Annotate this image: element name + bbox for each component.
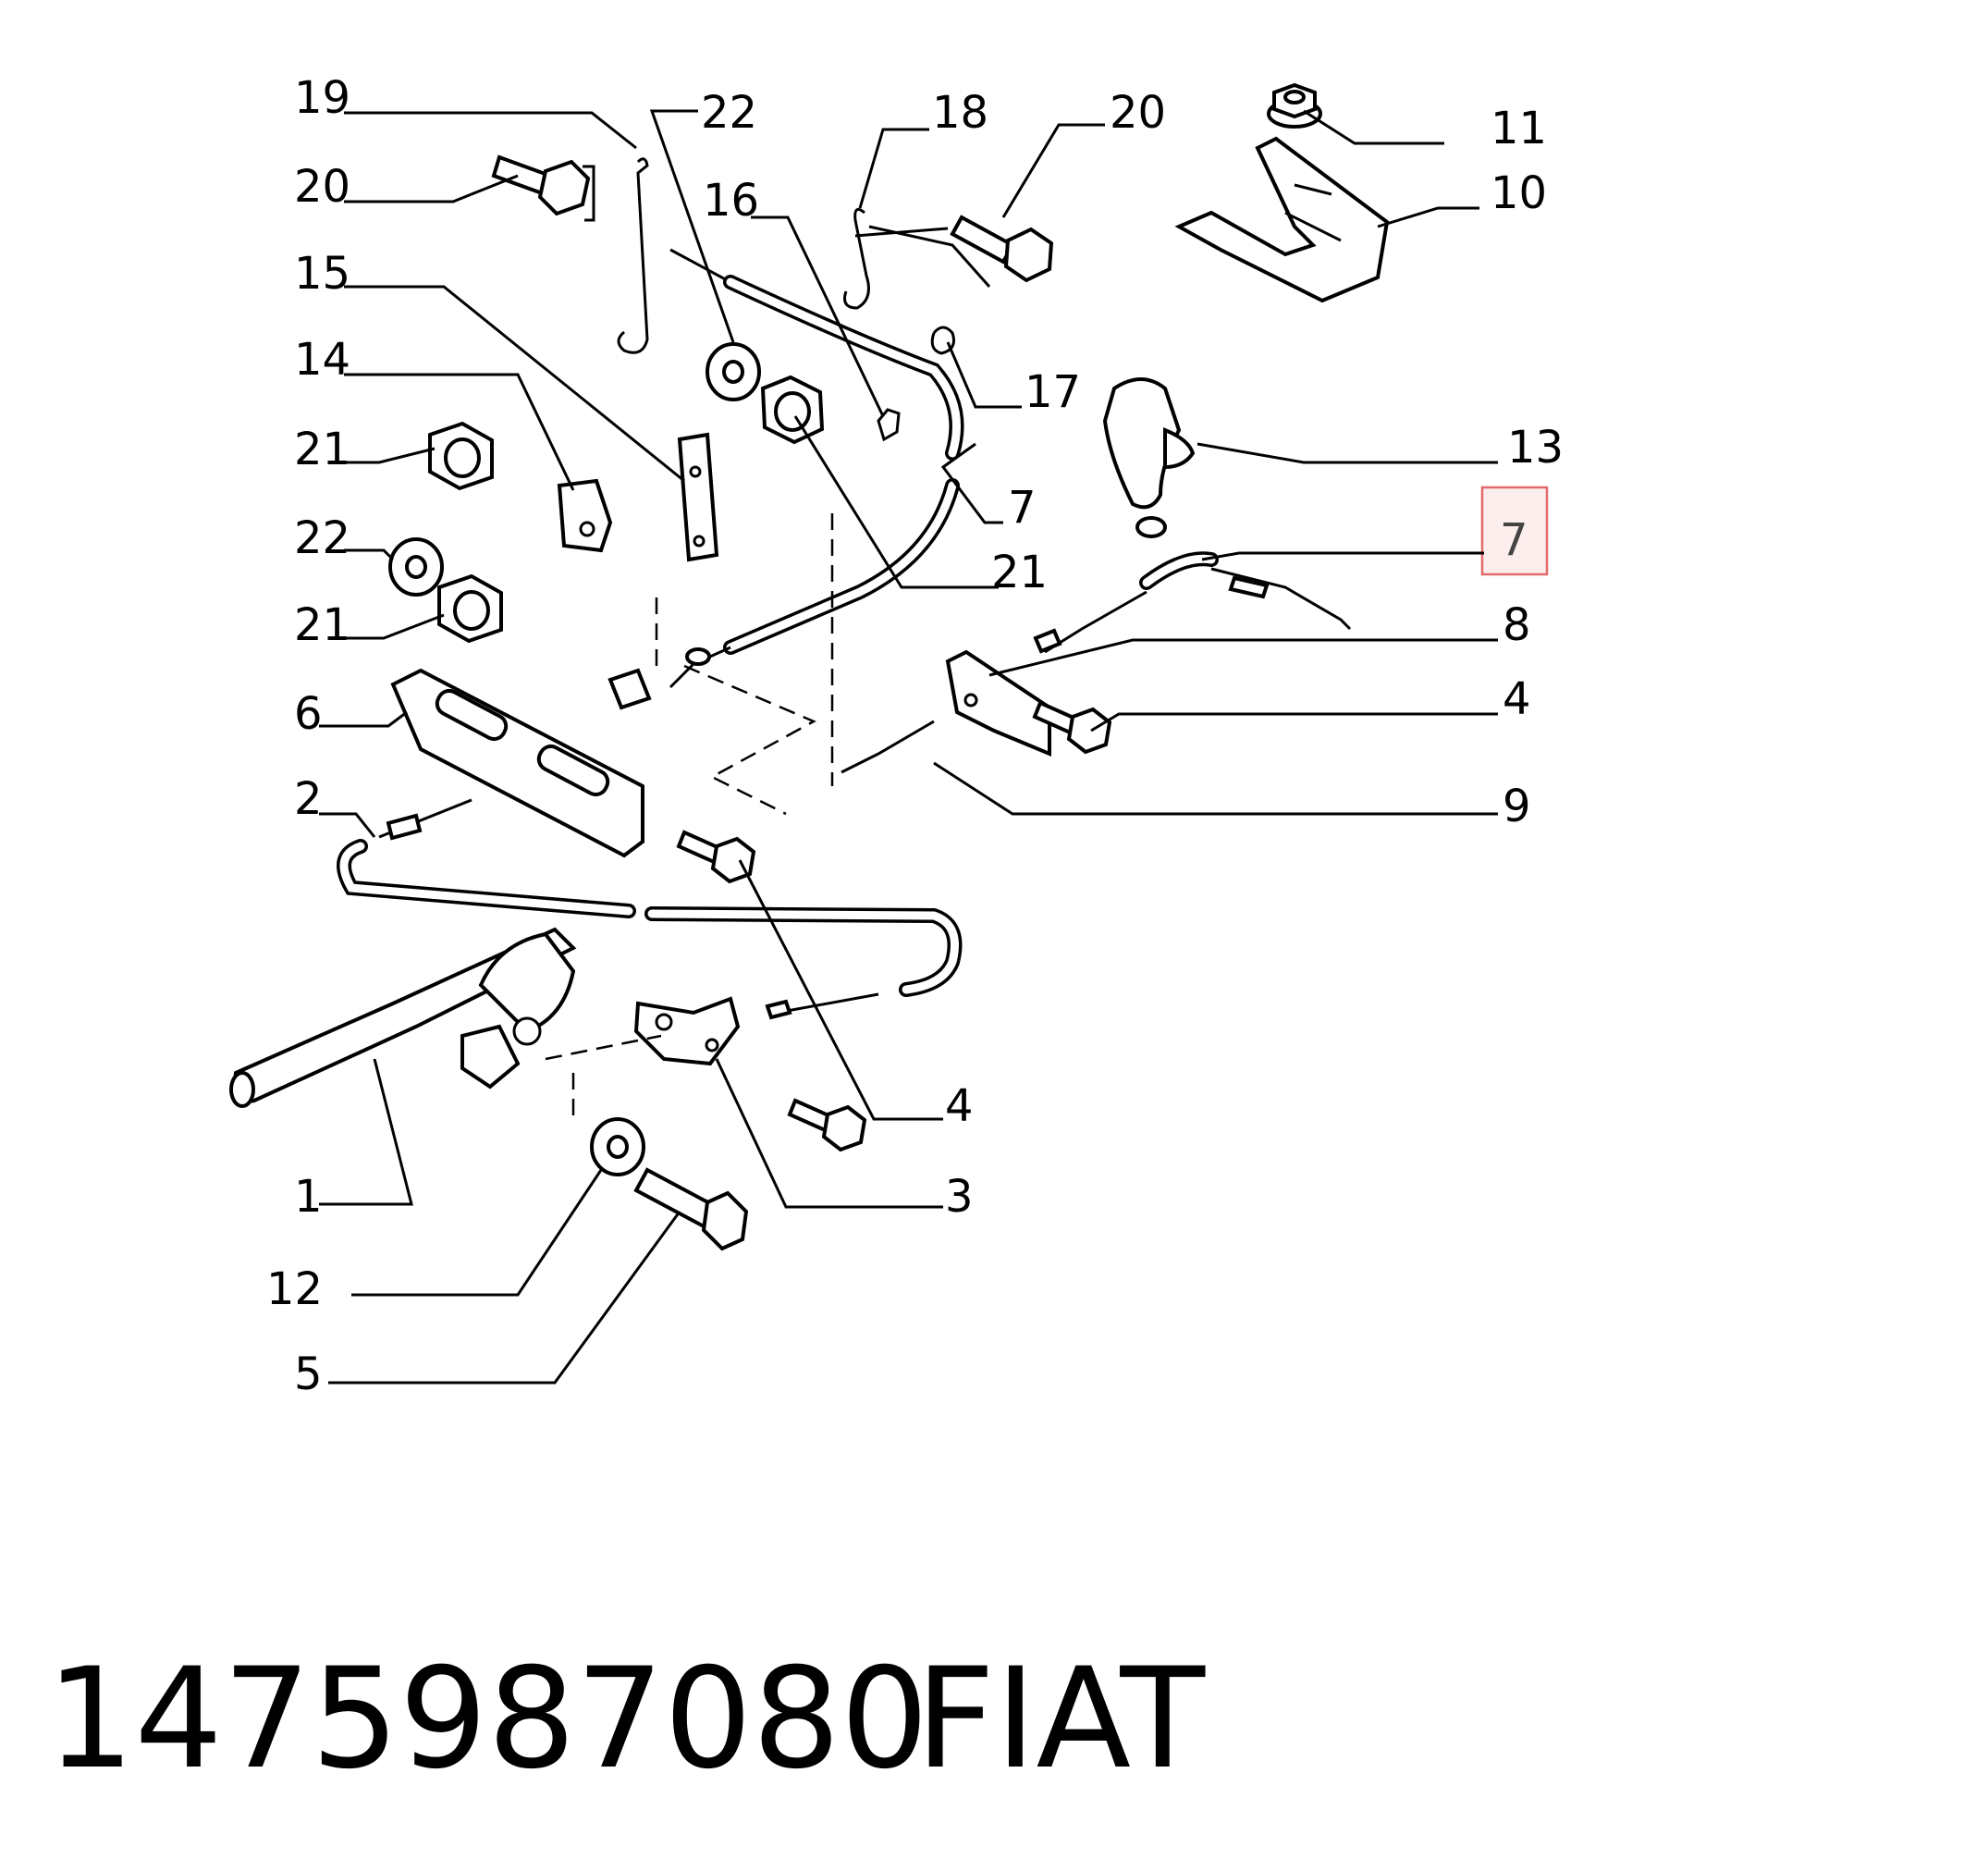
callout-label: 12 <box>266 1263 323 1315</box>
bracket-13 <box>1102 377 1182 510</box>
heat-shield-10 <box>1174 136 1390 303</box>
nut-21-left-top <box>428 421 494 491</box>
assembly-lines <box>545 513 834 1119</box>
bracket-14 <box>557 478 613 553</box>
callout-label: 21 <box>294 424 350 475</box>
callout-label: 13 <box>1507 422 1564 474</box>
spring-clip-19 <box>617 157 649 354</box>
clip-17 <box>930 326 955 355</box>
callout-label: 20 <box>1110 87 1166 139</box>
callout-label: 7 <box>1008 482 1037 534</box>
callout-label: 2 <box>294 773 323 825</box>
callout-label: 3 <box>945 1171 974 1223</box>
callout-label: 16 <box>703 175 759 227</box>
callout-label: 20 <box>294 161 350 213</box>
callout-label: 10 <box>1491 167 1547 219</box>
highlight-box <box>1480 486 1549 576</box>
callout-label: 15 <box>294 248 350 300</box>
callout-label: 14 <box>294 334 350 386</box>
bolt-20-right <box>950 215 1054 283</box>
leader-lines <box>319 109 1498 1385</box>
bracket-3 <box>633 996 741 1066</box>
spring-clip-18 <box>843 207 870 310</box>
callout-label: 5 <box>294 1348 323 1400</box>
callout-label: 8 <box>1503 599 1531 651</box>
callout-label: 21 <box>294 599 350 651</box>
callout-label: 22 <box>701 87 757 139</box>
nut-21-left-bottom <box>437 573 503 644</box>
callout-label: 1 <box>294 1171 323 1223</box>
callout-label: 19 <box>294 72 350 124</box>
callout-label: 17 <box>1025 366 1081 418</box>
callout-labels: 19 22 18 20 11 20 16 10 15 17 14 13 21 7… <box>266 72 1564 1400</box>
bolt-20-left <box>491 154 595 222</box>
cable-middle <box>723 478 960 655</box>
nut-21-top <box>760 375 825 445</box>
callout-label: 9 <box>1503 781 1531 832</box>
brand-name: FIAT <box>915 1639 1206 1800</box>
bracket-9 <box>945 649 1051 757</box>
callout-label: 18 <box>932 87 988 139</box>
cable-top-inner <box>669 248 731 284</box>
parts-drawing <box>229 82 1549 1251</box>
bolt-4-middle <box>676 830 756 884</box>
callout-label: 21 <box>991 547 1048 598</box>
clip-16 <box>877 408 901 442</box>
bolt-5 <box>633 1167 749 1251</box>
plate-15 <box>677 432 719 562</box>
lever-bracket-6 <box>390 668 644 858</box>
callout-label: 6 <box>294 688 323 740</box>
callout-label: 4 <box>1503 673 1531 725</box>
callout-label-highlighted: 7 <box>1500 514 1528 566</box>
callout-label: 11 <box>1491 103 1547 154</box>
callout-label: 22 <box>294 512 350 564</box>
bolt-4-top <box>1032 700 1112 755</box>
flange-nut-11 <box>1267 82 1322 129</box>
callout-label: 4 <box>945 1080 974 1132</box>
part-number: 1475987080 <box>46 1639 928 1800</box>
bolt-4-bottom <box>787 1098 867 1152</box>
